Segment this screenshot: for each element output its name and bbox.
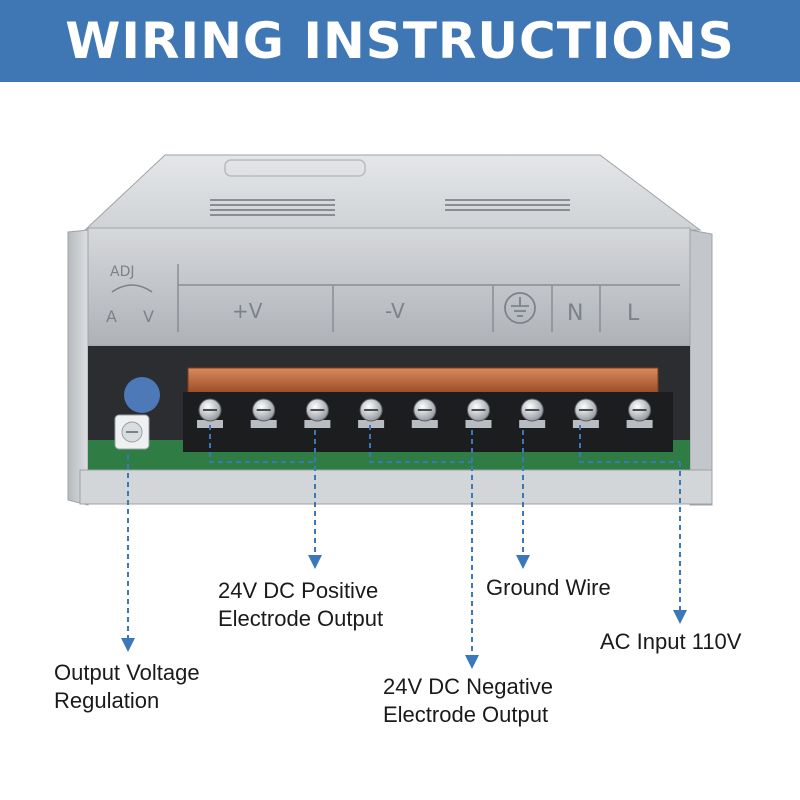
voltage-regulation-callout: Output Voltage Regulation [54, 659, 200, 715]
front-label-panel: ADJ A V +V -V N L [87, 227, 691, 347]
regulation-potentiometer [114, 377, 160, 450]
ac-input-label: AC Input 110V [600, 629, 742, 654]
voltage-regulation-line1: Output Voltage [54, 660, 200, 685]
positive-output-line2: Electrode Output [218, 606, 384, 631]
housing-base [79, 469, 713, 505]
vent-slots-right [445, 199, 570, 211]
negative-voltage-label: -V [385, 299, 405, 323]
vent-slots-left [210, 199, 335, 216]
terminal-screw [572, 398, 599, 428]
adj-label: ADJ [110, 264, 135, 280]
housing-top [83, 154, 702, 231]
neutral-label: N [567, 301, 583, 326]
v-label: V [143, 307, 154, 326]
negative-output-line2: Electrode Output [383, 702, 549, 727]
terminal-block [183, 367, 673, 452]
positive-output-callout: 24V DC Positive Electrode Output [218, 577, 383, 633]
ground-wire-callout: Ground Wire [486, 574, 611, 602]
negative-output-line1: 24V DC Negative [383, 674, 553, 699]
banner-title: WIRING INSTRUCTIONS [65, 12, 735, 70]
leader-lines [127, 425, 681, 655]
terminal-screw [626, 398, 653, 428]
terminal-screw [197, 398, 223, 428]
a-label: A [106, 307, 117, 326]
housing-right-side [689, 229, 713, 506]
voltage-regulation-line2: Regulation [54, 688, 160, 713]
terminal-screw [411, 398, 438, 428]
positive-output-line1: 24V DC Positive [218, 578, 379, 603]
terminal-screw [250, 398, 277, 428]
terminal-screw [465, 398, 492, 428]
terminal-screw [519, 398, 546, 428]
leader-arrowheads [121, 555, 687, 669]
housing-left-side [67, 229, 89, 506]
ground-wire-label: Ground Wire [486, 575, 611, 600]
line-label: L [627, 301, 640, 326]
terminal-screw [304, 398, 331, 428]
terminal-screw [358, 398, 385, 428]
positive-voltage-label: +V [232, 299, 263, 323]
title-banner: WIRING INSTRUCTIONS [0, 0, 800, 82]
ac-input-callout: AC Input 110V [600, 628, 741, 656]
negative-output-callout: 24V DC Negative Electrode Output [383, 673, 553, 729]
terminal-screws [197, 398, 653, 428]
ground-symbol-icon [504, 292, 536, 324]
